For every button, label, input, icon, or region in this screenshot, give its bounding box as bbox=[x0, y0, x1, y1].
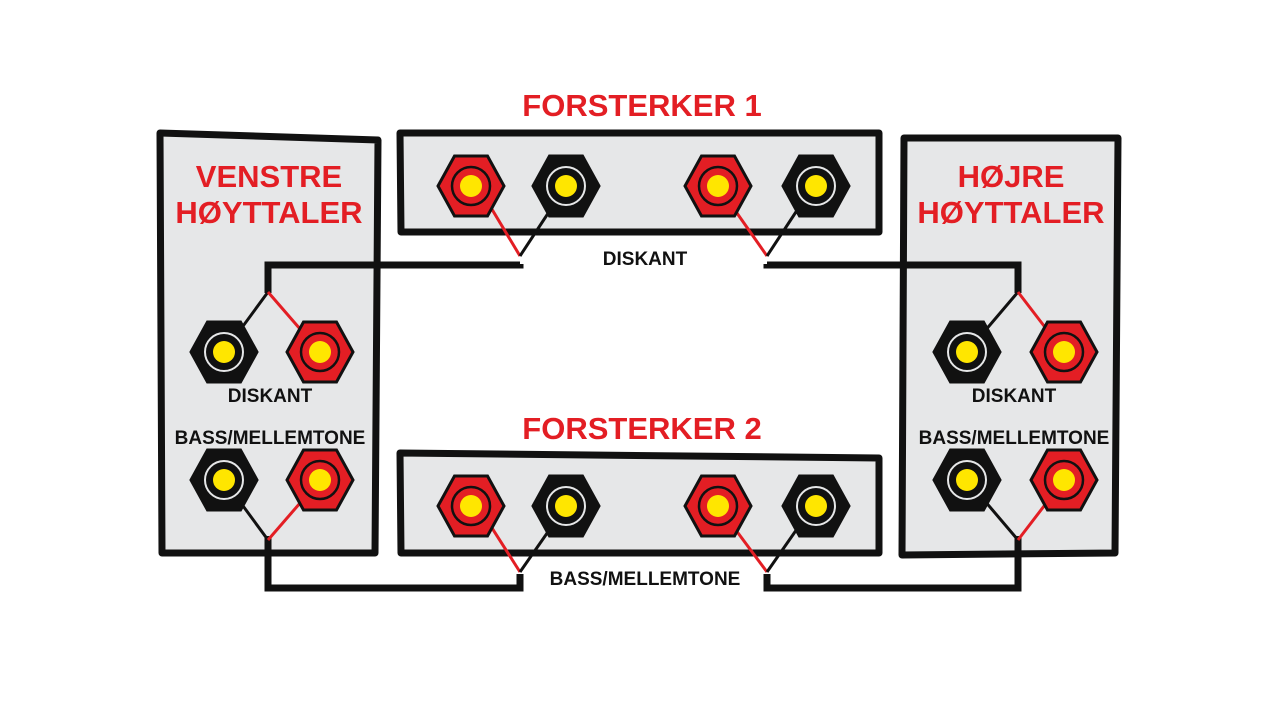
red-hexagon-terminal-icon bbox=[436, 474, 506, 538]
black-hexagon-terminal-icon bbox=[189, 320, 259, 384]
right-speaker-woofer-label: BASS/MELLEMTONE bbox=[919, 428, 1110, 449]
red-hexagon-terminal-icon bbox=[436, 154, 506, 218]
left-speaker-tweeter-label: DISKANT bbox=[228, 386, 313, 407]
amplifier-2-panel bbox=[396, 449, 883, 557]
amplifier-2-section-label: BASS/MELLEMTONE bbox=[550, 569, 741, 590]
cable-amp2-to-left-woofer bbox=[264, 536, 524, 592]
black-hexagon-terminal-icon bbox=[189, 448, 259, 512]
cable-amp1-to-left-tweeter bbox=[264, 261, 524, 293]
left-speaker-title-line2: HØYTTALER bbox=[175, 195, 362, 230]
amplifier-2-title: FORSTERKER 2 bbox=[522, 411, 761, 446]
right-speaker-title-line2: HØYTTALER bbox=[917, 195, 1104, 230]
red-hexagon-terminal-icon bbox=[1029, 320, 1099, 384]
right-speaker-tweeter-label: DISKANT bbox=[972, 386, 1057, 407]
black-hexagon-terminal-icon bbox=[932, 448, 1002, 512]
black-hexagon-terminal-icon bbox=[781, 474, 851, 538]
black-hexagon-terminal-icon bbox=[531, 154, 601, 218]
cable-amp2-to-right-woofer bbox=[763, 536, 1022, 592]
red-hexagon-terminal-icon bbox=[683, 474, 753, 538]
right-speaker-title-line1: HØJRE bbox=[958, 159, 1065, 194]
red-hexagon-terminal-icon bbox=[285, 448, 355, 512]
amplifier-1-section-label: DISKANT bbox=[603, 249, 688, 270]
red-hexagon-terminal-icon bbox=[1029, 448, 1099, 512]
black-hexagon-terminal-icon bbox=[531, 474, 601, 538]
red-hexagon-terminal-icon bbox=[683, 154, 753, 218]
red-hexagon-terminal-icon bbox=[285, 320, 355, 384]
speaker-cables bbox=[264, 261, 1022, 592]
left-speaker-woofer-label: BASS/MELLEMTONE bbox=[175, 428, 366, 449]
left-speaker-panel bbox=[156, 129, 382, 557]
amplifier-1-panel bbox=[396, 129, 883, 236]
cable-amp1-to-right-tweeter bbox=[763, 261, 1022, 293]
black-hexagon-terminal-icon bbox=[932, 320, 1002, 384]
left-speaker-title-line1: VENSTRE bbox=[196, 159, 342, 194]
black-hexagon-terminal-icon bbox=[781, 154, 851, 218]
amplifier-1-title: FORSTERKER 1 bbox=[522, 88, 761, 123]
